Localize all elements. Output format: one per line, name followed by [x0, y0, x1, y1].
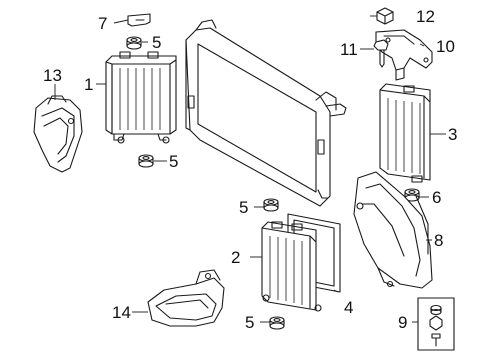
part-12-nut — [376, 7, 394, 25]
part-6-rubber-mount — [404, 188, 420, 202]
callout-5-upper: 5 — [152, 33, 161, 52]
callout-6: 6 — [432, 188, 441, 207]
callout-5-middle: 5 — [239, 198, 248, 217]
part-9-hardware-kit — [417, 297, 455, 351]
callout-10: 10 — [436, 37, 455, 56]
callout-3: 3 — [448, 125, 457, 144]
part-10-bracket — [375, 29, 433, 81]
callout-2: 2 — [231, 248, 240, 267]
part-13-air-duct — [33, 95, 83, 173]
part-14-lower-duct — [147, 269, 225, 327]
callout-9: 9 — [398, 313, 407, 332]
callout-1: 1 — [84, 75, 93, 94]
callout-4: 4 — [344, 298, 353, 317]
callout-5-lower-left: 5 — [169, 152, 178, 171]
leader-lines — [54, 15, 446, 323]
part-5-rubber-mount-middle — [263, 198, 279, 212]
callout-11: 11 — [340, 40, 358, 59]
part-7-bracket — [127, 13, 151, 27]
part-8-air-duct — [353, 171, 433, 289]
callout-8: 8 — [434, 231, 443, 250]
part-11-bolt — [373, 39, 389, 68]
main-radiator — [185, 19, 347, 207]
callout-5-bottom: 5 — [245, 313, 254, 332]
callout-14: 14 — [112, 303, 131, 322]
callout-12: 12 — [416, 7, 435, 26]
callout-labels: 1 2 3 4 5 5 5 5 6 7 8 9 10 11 12 13 14 — [43, 7, 457, 332]
callout-7: 7 — [98, 14, 107, 33]
part-2-auxiliary-cooler — [261, 221, 322, 312]
callout-13: 13 — [43, 66, 62, 85]
part-5-rubber-mount-upper — [126, 36, 142, 50]
part-1-auxiliary-cooler — [105, 51, 177, 144]
part-5-rubber-mount-lower-left — [138, 154, 154, 168]
part-5-rubber-mount-bottom — [269, 316, 285, 330]
part-3-auxiliary-cooler — [379, 83, 431, 183]
